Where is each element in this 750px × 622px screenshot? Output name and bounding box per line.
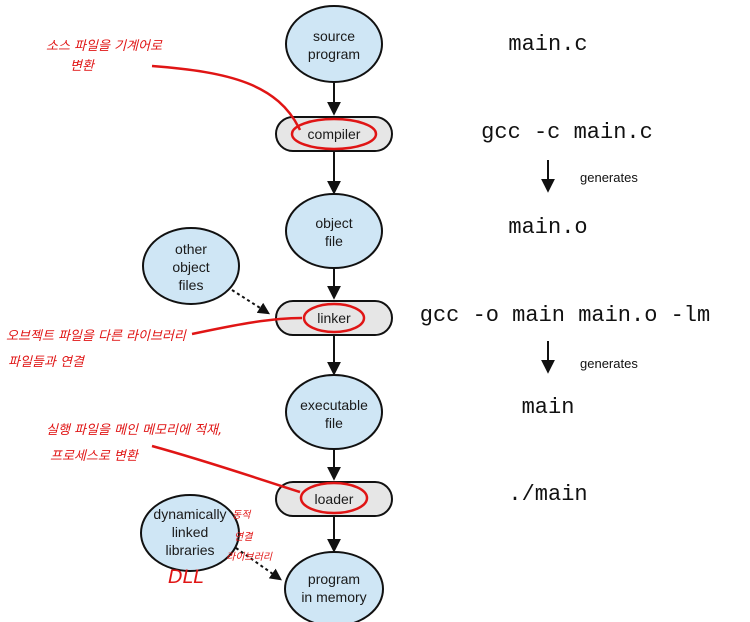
generates-label-1: generates xyxy=(580,170,638,185)
annotation-line: 소스 파일을 기계어로 xyxy=(46,39,163,54)
node-shape xyxy=(285,5,383,83)
command-object: main.o xyxy=(508,215,587,240)
node-line: dynamically xyxy=(153,506,226,522)
generates-label-2: generates xyxy=(580,356,638,371)
command-column: main.c gcc -c main.c generates main.o gc… xyxy=(420,32,710,507)
node-shape xyxy=(142,227,240,305)
node-shape xyxy=(285,193,383,269)
command-run: ./main xyxy=(508,482,587,507)
node-line: in memory xyxy=(301,589,366,605)
annotation-linker: 오브젝트 파일을 다른 라이브러리 파일들과 연결 xyxy=(6,302,366,370)
annotation-line: 동적 xyxy=(232,509,252,521)
annotation-line: 라이브러리 xyxy=(226,551,273,563)
annotation-line: 파일들과 연결 xyxy=(8,355,86,370)
annotation-compiler: 소스 파일을 기계어로 변환 xyxy=(46,39,378,151)
node-line: file xyxy=(325,415,343,431)
command-executable: main xyxy=(522,395,575,420)
annotation-line: 변환 xyxy=(70,59,96,74)
annotation-line: 연결 xyxy=(234,531,254,543)
node-line: object xyxy=(315,215,352,231)
command-compile: gcc -c main.c xyxy=(481,120,653,145)
node-dynamically-linked-libraries: dynamically linked libraries xyxy=(140,494,240,572)
node-shape xyxy=(285,374,383,450)
node-line: files xyxy=(179,277,204,293)
box-linker: linker xyxy=(275,300,393,336)
node-line: linked xyxy=(172,524,209,540)
annotation-pointer xyxy=(191,316,303,336)
node-shape xyxy=(284,551,384,622)
annotation-dll: DLL 동적 연결 라이브러리 xyxy=(168,509,273,588)
arrow-dll-to-memory xyxy=(235,547,282,581)
annotation-line: 오브젝트 파일을 다른 라이브러리 xyxy=(6,329,187,344)
node-executable-file: executable file xyxy=(285,374,383,450)
node-other-object-files: other object files xyxy=(142,227,240,305)
arrow-other-files-to-linker xyxy=(231,289,271,315)
command-link: gcc -o main main.o -lm xyxy=(420,303,710,328)
node-object-file: object file xyxy=(285,193,383,269)
box-label-linker: linker xyxy=(317,310,351,326)
annotation-pointer xyxy=(151,444,301,494)
node-line: object xyxy=(172,259,209,275)
box-shape xyxy=(275,300,393,336)
box-label-loader: loader xyxy=(315,491,354,507)
annotation-circle xyxy=(302,302,366,334)
command-source: main.c xyxy=(508,32,587,57)
annotation-line: 실행 파일을 메인 메모리에 적재, xyxy=(46,423,222,438)
node-line: libraries xyxy=(165,542,214,558)
annotation-pointer xyxy=(151,64,302,131)
box-compiler: compiler xyxy=(275,116,393,152)
node-line: file xyxy=(325,233,343,249)
dll-label: DLL xyxy=(168,566,204,588)
annotation-loader: 실행 파일을 메인 메모리에 적재, 프로세스로 변환 xyxy=(46,423,369,515)
box-shape xyxy=(275,116,393,152)
node-source-program: source program xyxy=(285,5,383,83)
node-line: other xyxy=(175,241,207,257)
node-shape xyxy=(140,494,240,572)
annotation-circle xyxy=(290,117,378,151)
node-line: program xyxy=(308,571,360,587)
box-loader: loader xyxy=(275,481,393,517)
node-line: executable xyxy=(300,397,368,413)
node-line: source xyxy=(313,28,355,44)
annotation-line: 프로세스로 변환 xyxy=(50,449,140,464)
node-program-in-memory: program in memory xyxy=(284,551,384,622)
annotation-circle xyxy=(299,481,369,515)
box-label-compiler: compiler xyxy=(308,126,361,142)
node-line: program xyxy=(308,46,360,62)
